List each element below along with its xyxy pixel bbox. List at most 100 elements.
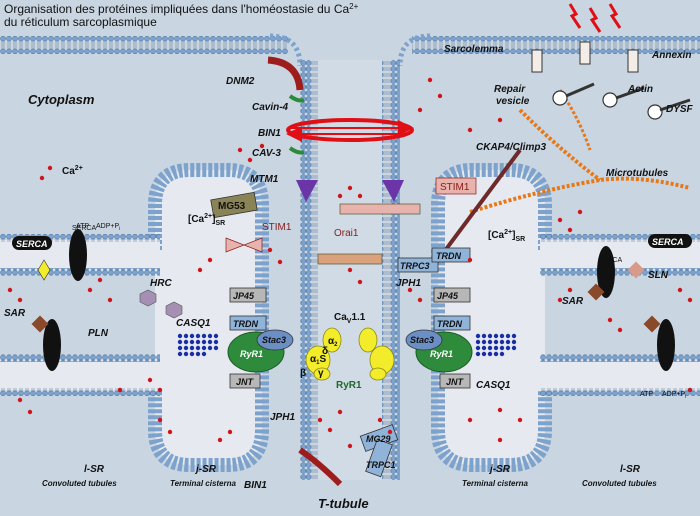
mg29-label: MG29: [366, 434, 391, 444]
bin1-bottom-shape: [298, 447, 343, 487]
casq1-bound-dot: [487, 339, 493, 345]
calcium-ion-dot: [39, 175, 45, 181]
serca-right-pill: [648, 234, 692, 248]
serca-inner-left-label: SERCA: [72, 225, 96, 232]
calcium-ion-dot: [427, 77, 433, 83]
ckap4-label: CKAP4/Climp3: [476, 142, 546, 153]
calcium-ion-dot: [17, 297, 23, 303]
casq1-bound-dot: [183, 351, 189, 357]
bin1-ring: [286, 118, 414, 142]
jsr-left-label: j-SR: [194, 464, 217, 475]
hrc-hexagons: [139, 289, 183, 319]
casq1-bound-dot: [511, 345, 517, 351]
casq1-bound-dot: [189, 339, 195, 345]
calcium-ion-dot: [467, 257, 473, 263]
calcium-ion-dot: [237, 147, 243, 153]
serca-left-label: SERCA: [16, 239, 48, 249]
casq1-bound-dot: [183, 333, 189, 339]
beta-left-label: β: [300, 368, 306, 379]
trpc1-label: TRPC1: [366, 460, 396, 470]
atp-left-label: ATP: [76, 223, 89, 230]
mtm1-label: MTM1: [250, 174, 279, 185]
casq1-bound-dot: [475, 333, 481, 339]
calcium-ion-dot: [337, 193, 343, 199]
casq1-bound-dot: [475, 339, 481, 345]
pln-diamond-icon: [37, 259, 51, 281]
casq1-bound-dot: [487, 351, 493, 357]
calcium-ion-dot: [497, 437, 503, 443]
casq1-bound-dot: [505, 333, 511, 339]
serca-left-pump: [69, 229, 87, 281]
casq1-bound-dot: [189, 333, 195, 339]
casq1-bound-dot: [207, 345, 213, 351]
sr-right: [431, 163, 700, 472]
calcium-ion-dot: [259, 143, 265, 149]
casq1-left-label: CASQ1: [176, 318, 211, 329]
calcium-ion-dot: [327, 427, 333, 433]
alpha2-left-label: α2: [328, 336, 338, 348]
stac3-right-label: Stac3: [410, 335, 434, 345]
casq1-bound-dot: [201, 351, 207, 357]
casq1-bound-dot: [493, 339, 499, 345]
casq1-bound-dot: [195, 333, 201, 339]
atp-right-label: ATP: [640, 391, 653, 398]
calcium-ion-dot: [617, 327, 623, 333]
casq1-bound-dot: [475, 351, 481, 357]
casq1-bound-dot: [195, 339, 201, 345]
lsr-right-label: l-SR: [620, 464, 641, 475]
casq1-bound-dot: [493, 345, 499, 351]
casq1-bound-dot: [201, 345, 207, 351]
repair-label-1: Repair: [494, 84, 526, 95]
annexin-box-3: [627, 49, 639, 73]
title-line-1: Organisation des protéines impliquées da…: [4, 2, 359, 16]
t-tubule: [300, 60, 400, 480]
calcium-ion-dot: [217, 437, 223, 443]
triad-right-complex: [405, 287, 473, 389]
annexin-label: Annexin: [651, 50, 691, 61]
serca-right-label: SERCA: [652, 237, 684, 247]
sarcolemma-label: Sarcolemma: [444, 44, 504, 55]
triad-left-complex: [227, 287, 294, 389]
calcium-ion-dot: [607, 317, 613, 323]
calcium-ion-dot: [377, 417, 383, 423]
stim1-channel-right: [339, 203, 421, 215]
casq1-bound-dot: [177, 339, 183, 345]
calcium-ion-dot: [347, 443, 353, 449]
calcium-ion-dot: [497, 117, 503, 123]
calcium-ion-dot: [7, 287, 13, 293]
calcium-ion-dot: [557, 297, 563, 303]
serca-right-lower-pump: [657, 319, 675, 371]
casq1-bound-dot: [499, 339, 505, 345]
pln-label: PLN: [88, 328, 109, 339]
gamma-left-label: γ: [318, 368, 324, 379]
serca-inner-right-label: SERCA: [598, 257, 622, 264]
microtubules-label: Microtubules: [606, 168, 669, 179]
trpc3-box: [397, 257, 439, 273]
trpc1-box: [365, 438, 393, 478]
ryr1-mid-label: RyR1: [336, 380, 362, 391]
calcium-ion-dot: [557, 217, 563, 223]
bin1-top-label: BIN1: [258, 128, 281, 139]
sar-right-lower-box: [643, 315, 661, 333]
casq1-bound-dot: [481, 345, 487, 351]
calcium-ion-dot: [227, 429, 233, 435]
dnm2-label: DNM2: [226, 76, 255, 87]
t-tubule-label: T-tubule: [318, 496, 369, 511]
casq1-bound-dot: [189, 351, 195, 357]
sln-right-box: [627, 261, 645, 279]
calcium-ion-dot: [147, 377, 153, 383]
stim1-left-shape-b: [243, 237, 263, 253]
ckap4-bar: [436, 148, 522, 262]
dysf-label: DYSF: [666, 104, 694, 115]
casq1-bound-dot: [487, 333, 493, 339]
casq1-bound-dot: [183, 345, 189, 351]
calcium-ion-dot: [347, 185, 353, 191]
ca2-legend-label: Ca2+: [62, 165, 83, 177]
stim1-left-label: STIM1: [262, 222, 292, 233]
calcium-ion-dot: [417, 297, 423, 303]
damage-lightning-icon: [568, 3, 622, 33]
calcium-ion-dot: [357, 193, 363, 199]
calcium-ion-dot: [687, 297, 693, 303]
